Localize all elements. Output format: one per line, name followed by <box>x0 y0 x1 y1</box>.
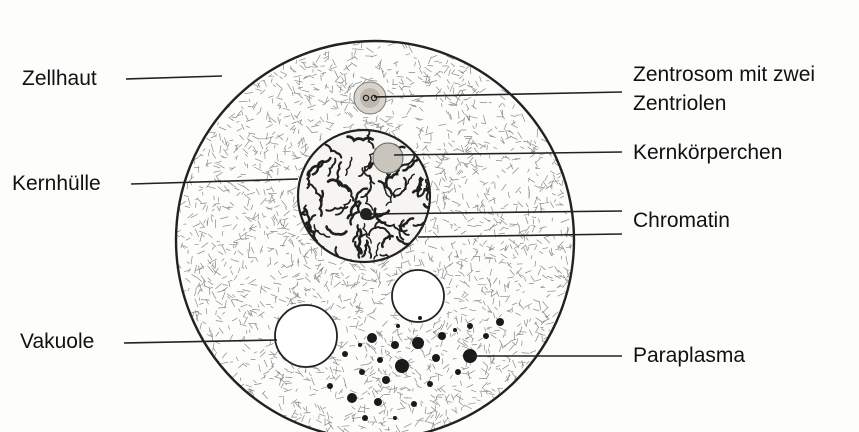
granule <box>427 381 433 387</box>
label-vakuole: Vakuole <box>20 329 94 355</box>
granule <box>327 383 333 389</box>
granule <box>396 324 400 328</box>
leader-chromatin-2 <box>418 234 622 237</box>
granule <box>455 369 461 375</box>
granule <box>453 328 457 332</box>
granule <box>395 359 409 373</box>
granule <box>412 337 424 349</box>
granule <box>367 333 377 343</box>
leader-kernkoerperchen <box>394 152 622 155</box>
label-paraplasma: Paraplasma <box>633 343 745 369</box>
granule <box>374 398 382 406</box>
label-zentrosom-line1: Zentrosom mit zwei <box>633 62 815 88</box>
leader-zellhaut <box>126 76 222 79</box>
granule <box>393 416 397 420</box>
granule <box>382 376 390 384</box>
nucleus <box>288 130 443 262</box>
granule <box>342 351 348 357</box>
granule <box>467 323 473 329</box>
paraplasma-granules <box>327 316 504 421</box>
granule <box>432 354 440 362</box>
granule <box>377 357 383 363</box>
vacuole-left <box>275 305 337 367</box>
label-zellhaut: Zellhaut <box>22 66 97 92</box>
granule <box>411 401 417 407</box>
granule <box>496 318 504 326</box>
granule <box>347 393 357 403</box>
granule <box>438 332 446 340</box>
granule <box>358 343 362 347</box>
leader-kernhuelle <box>131 179 298 184</box>
granule <box>418 316 422 320</box>
centrosome <box>354 82 386 114</box>
nucleolus <box>373 143 403 173</box>
granule <box>359 369 365 375</box>
granule <box>391 341 399 349</box>
leader-vakuole <box>124 340 277 343</box>
vacuole-right <box>392 270 444 322</box>
granule <box>362 415 368 421</box>
label-kernkoerperchen: Kernkörperchen <box>633 140 782 166</box>
label-zentrosom-line2: Zentriolen <box>633 91 726 117</box>
label-kernhuelle: Kernhülle <box>12 171 101 197</box>
granule <box>483 333 489 339</box>
label-chromatin: Chromatin <box>633 208 730 234</box>
